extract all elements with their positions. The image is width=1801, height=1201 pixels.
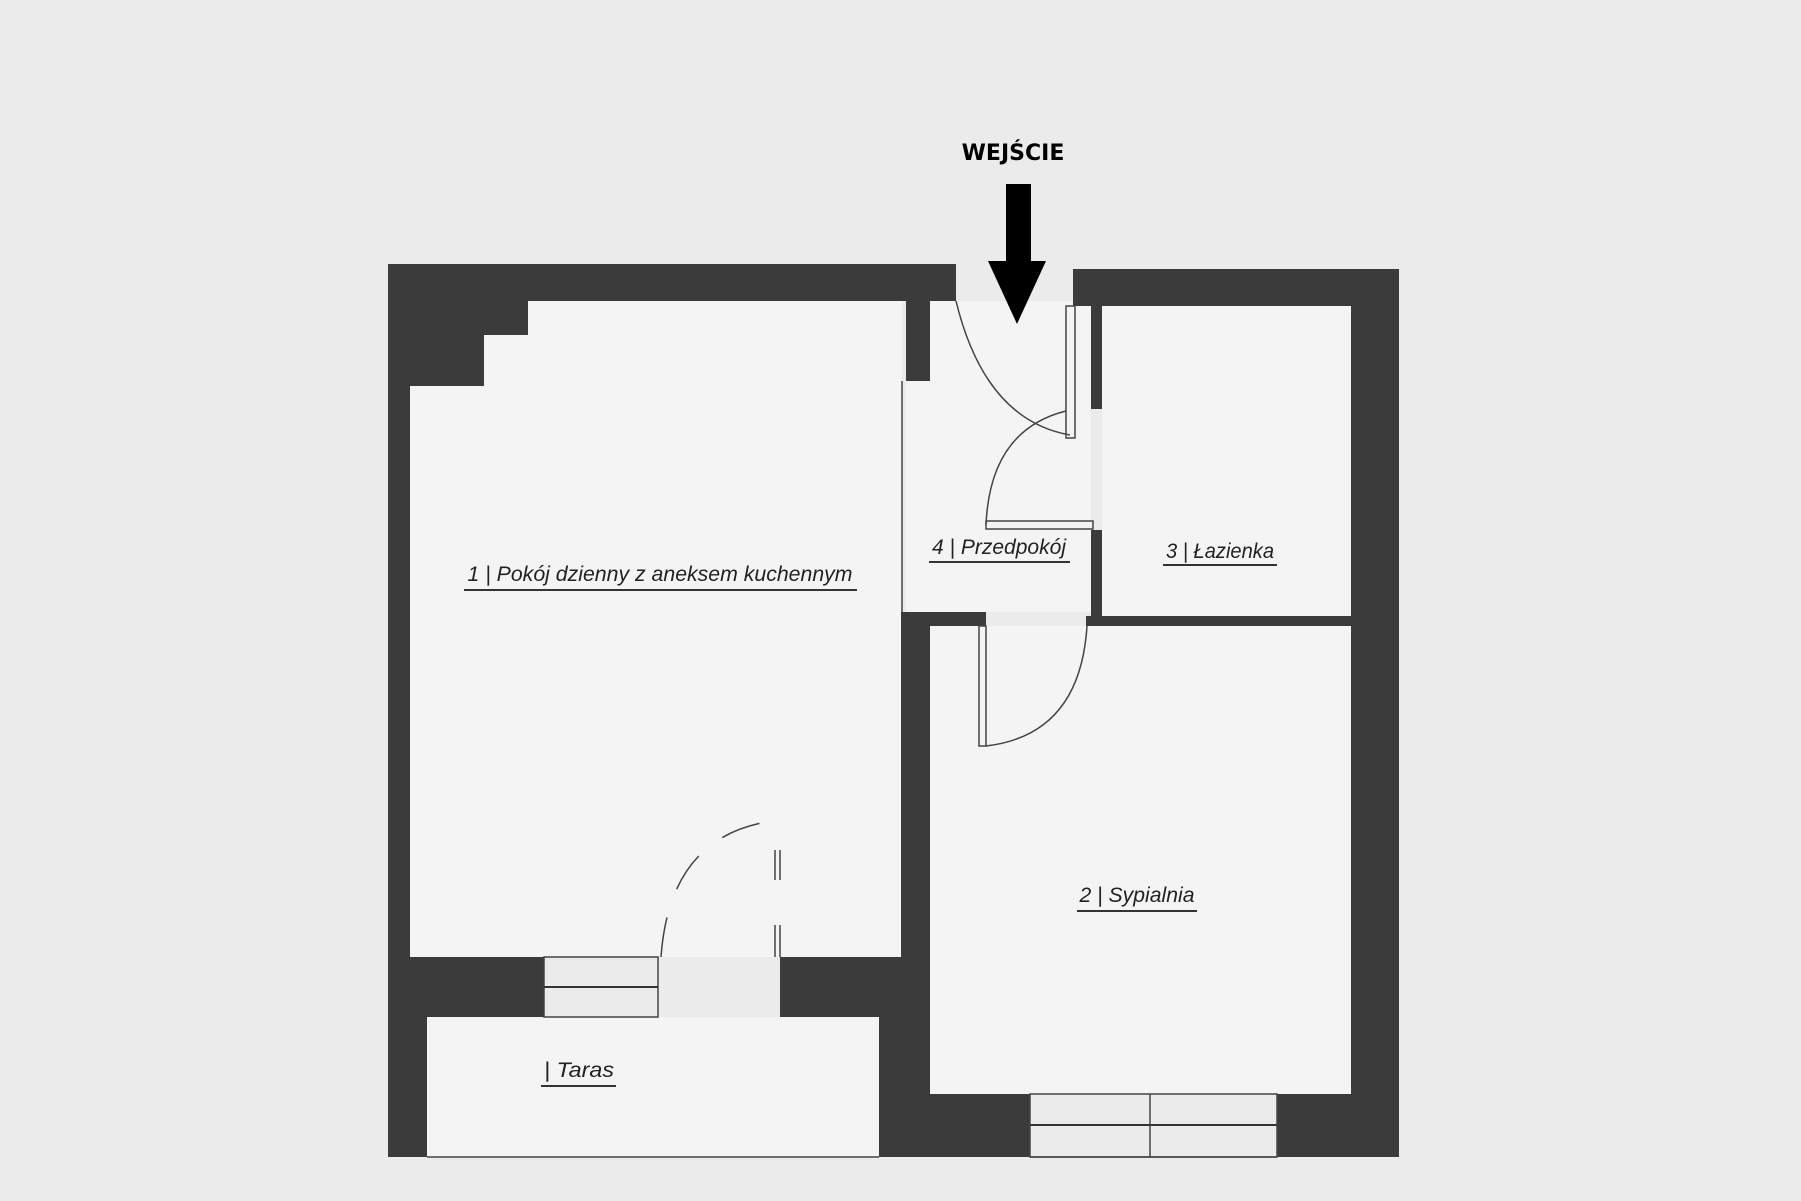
room-label-terrace: | Taras bbox=[544, 1059, 615, 1082]
entrance-label: WEJŚCIE bbox=[962, 140, 1065, 166]
walls bbox=[388, 264, 1399, 1157]
room-label-living: 1 | Pokój dzienny z aneksem kuchennym bbox=[468, 563, 853, 586]
room-label-bathroom: 3 | Łazienka bbox=[1166, 540, 1274, 563]
room-label-hall: 4 | Przedpokój bbox=[932, 536, 1067, 559]
entrance-arrow-icon bbox=[988, 184, 1046, 324]
room-label-bedroom: 2 | Sypialnia bbox=[1078, 884, 1194, 907]
doors bbox=[660, 300, 1094, 958]
windows bbox=[543, 956, 1278, 1158]
